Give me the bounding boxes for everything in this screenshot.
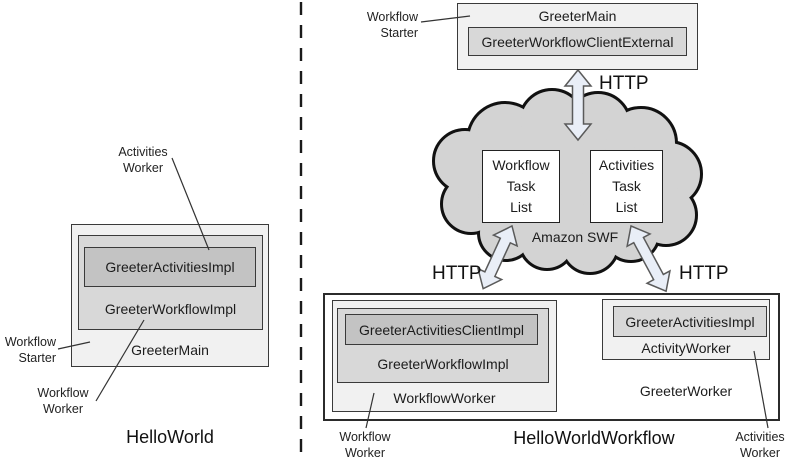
greeter-main-label: GreeterMain: [131, 342, 209, 358]
helloworld-greeteractivitiesimpl-box: GreeterActivitiesImpl: [84, 247, 256, 287]
greeter-workflow-impl-label: GreeterWorkflowImpl: [104, 301, 237, 317]
greeter-worker-label: GreeterWorker: [639, 383, 733, 399]
activities-task-list-box: Activities Task List: [590, 150, 663, 223]
greeter-activities-impl-right-label: GreeterActivitiesImpl: [625, 313, 755, 330]
greeter-workflow-client-external-box: GreeterWorkflowClientExternal: [468, 27, 687, 56]
http-arrow-top: [563, 68, 593, 142]
http-label-left: HTTP: [432, 263, 482, 284]
workflow-worker-annotation: Workflow Worker: [37, 386, 89, 416]
activities-worker-annotation: Activities Worker: [118, 145, 168, 175]
greeter-activities-impl-label: GreeterActivitiesImpl: [105, 259, 235, 275]
workflow-starter-annotation-right: Workflow Starter: [366, 10, 418, 40]
greeteractivitiesimpl-right-box: GreeterActivitiesImpl: [613, 306, 767, 337]
greeter-main-right-label: GreeterMain: [538, 8, 617, 24]
http-label-right: HTTP: [679, 263, 729, 284]
workflow-worker-annotation-bottom: Workflow Worker: [339, 430, 391, 460]
greeter-workflow-impl-right-label: GreeterWorkflowImpl: [377, 356, 509, 372]
activity-worker-label: ActivityWorker: [641, 340, 731, 356]
amazon-swf-label: Amazon SWF: [531, 229, 619, 245]
activities-worker-annotation-bottom: Activities Worker: [735, 430, 785, 460]
greeteractivitiesclientimpl-box: GreeterActivitiesClientImpl: [345, 314, 538, 345]
helloworldworkflow-title: HelloWorldWorkflow: [513, 428, 675, 448]
http-label-top: HTTP: [599, 73, 649, 94]
helloworld-title: HelloWorld: [126, 427, 214, 447]
workflow-starter-annotation: Workflow Starter: [4, 335, 56, 365]
workflow-worker-box-label: WorkflowWorker: [393, 390, 496, 406]
greeter-activities-client-impl-label: GreeterActivitiesClientImpl: [359, 321, 524, 338]
workflow-task-list-box: Workflow Task List: [482, 150, 560, 223]
greeter-workflow-client-external-label: GreeterWorkflowClientExternal: [481, 33, 674, 50]
